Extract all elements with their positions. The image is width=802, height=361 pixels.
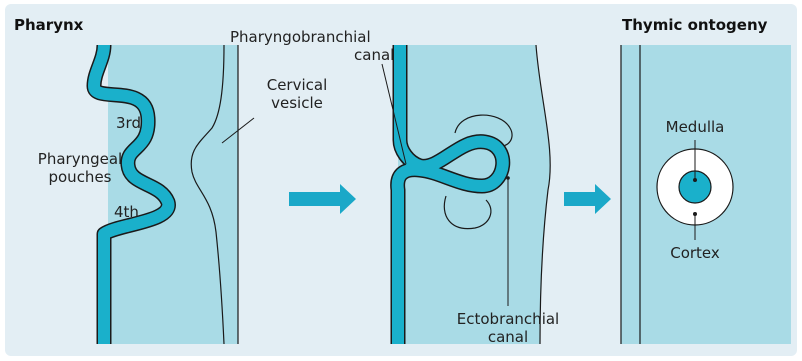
pharyngeal-pouches-label-line1: Pharyngeal bbox=[30, 150, 130, 168]
canal-tissue bbox=[398, 45, 550, 344]
third-pouch-label: 3rd bbox=[116, 114, 141, 132]
ectobranchial-label-line1: Ectobranchial bbox=[448, 310, 568, 328]
pharyngeal-pouches-label-line2: pouches bbox=[30, 168, 130, 186]
stage-arrow-1 bbox=[289, 184, 356, 214]
medulla-label: Medulla bbox=[660, 118, 730, 136]
cortex-label: Cortex bbox=[660, 244, 730, 262]
cervical-vesicle-label-line1: Cervical bbox=[262, 76, 332, 94]
pharyngobranchial-label-line2: canal bbox=[354, 46, 394, 64]
fourth-pouch-label: 4th bbox=[114, 203, 139, 221]
pharynx-stage bbox=[94, 45, 254, 344]
cervical-vesicle-label-line2: vesicle bbox=[262, 94, 332, 112]
cortex-dot bbox=[693, 212, 697, 216]
thymus-stage bbox=[621, 45, 791, 344]
medulla-dot bbox=[693, 178, 697, 182]
stage-arrow-2 bbox=[564, 184, 611, 214]
canal-stage bbox=[382, 45, 550, 344]
pharynx-title: Pharynx bbox=[14, 16, 83, 34]
pharyngobranchial-label-line1: Pharyngobranchial bbox=[230, 28, 371, 46]
thymic-ontogeny-title: Thymic ontogeny bbox=[622, 16, 767, 34]
ectobranchial-label-line2: canal bbox=[448, 328, 568, 346]
ectobranchial-dot bbox=[506, 176, 510, 180]
